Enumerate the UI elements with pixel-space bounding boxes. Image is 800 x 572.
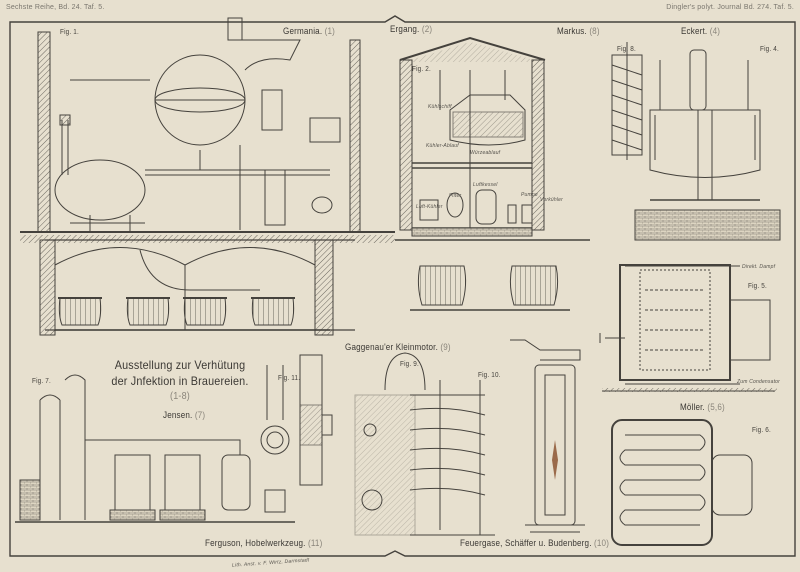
fig5-moeller-drawing bbox=[599, 264, 777, 392]
fig-label-8: Fig. 8. bbox=[617, 44, 636, 53]
plate-title-line2: der Jnfektion in Brauereien. bbox=[111, 374, 249, 388]
annotation-kuehlschiff: Kühlschiff bbox=[428, 104, 452, 110]
fig-label-10: Fig. 10. bbox=[478, 370, 501, 379]
section-jensen: Jensen. (7) bbox=[163, 410, 206, 421]
annotation-luftkessel: Luftkessel bbox=[473, 182, 498, 188]
fig1-germania-drawing bbox=[20, 17, 395, 336]
annotation-wuerzeablauf: Würzeablauf bbox=[470, 150, 501, 156]
fig-label-1: Fig. 1. bbox=[60, 27, 79, 36]
fig-label-6: Fig. 6. bbox=[752, 425, 771, 434]
fig1-barrels bbox=[55, 249, 330, 331]
fig-label-5: Fig. 5. bbox=[748, 281, 767, 290]
fig6-moeller-drawing bbox=[611, 419, 753, 546]
header-journal-info: Dingler's polyt. Journal Bd. 274. Taf. 5… bbox=[666, 4, 794, 11]
annotation-direkt-dampf: Direkt. Dampf bbox=[742, 264, 776, 270]
header-series-info: Sechste Reihe, Bd. 24. Taf. 5. bbox=[6, 4, 105, 11]
fig9-kleinmotor-drawing bbox=[354, 352, 495, 536]
plate-title-line1: Ausstellung zur Verhütung bbox=[114, 358, 246, 372]
section-gaggenau: Gaggenau'er Kleinmotor. (9) bbox=[345, 342, 451, 353]
section-ferguson: Ferguson, Hobelwerkzeug. (11) bbox=[205, 538, 323, 549]
annotation-zum-condensator: Zum Condensator bbox=[737, 379, 781, 385]
annotation-luft-kuehler: Luft-Kühler bbox=[416, 204, 443, 210]
fig7-jensen-drawing bbox=[15, 374, 295, 523]
fig10-feuergase-drawing bbox=[510, 339, 585, 533]
section-schaeffer-budenberg: Feuergase, Schäffer u. Budenberg. (10) bbox=[460, 538, 610, 549]
fig4-eckert-drawing bbox=[634, 49, 781, 241]
fig-label-9: Fig. 9. bbox=[400, 359, 419, 368]
fig2-barrels bbox=[410, 265, 570, 311]
annotation-kuehler-ablauf: Kühler-Ablauf bbox=[426, 143, 459, 149]
fig8-markus-drawing bbox=[611, 42, 643, 160]
fig-label-2: Fig. 2. bbox=[412, 64, 431, 73]
annotation-filter: Filter bbox=[449, 193, 462, 199]
section-markus: Markus. (8) bbox=[557, 26, 600, 37]
fig-label-11: Fig. 11. bbox=[278, 373, 301, 382]
fig11-ferguson-drawing bbox=[260, 354, 333, 486]
plate-title-range: (1-8) bbox=[170, 391, 190, 402]
fig-label-4: Fig. 4. bbox=[760, 44, 779, 53]
section-moeller: Möller. (5,6) bbox=[680, 402, 725, 413]
annotation-pumpe: Pumpe bbox=[521, 192, 538, 198]
plate-frame bbox=[9, 15, 796, 557]
section-ergang: Ergang. (2) bbox=[390, 24, 433, 35]
section-eckert: Eckert. (4) bbox=[681, 26, 721, 37]
section-germania: Germania. (1) bbox=[283, 26, 336, 37]
fig2-ergang-drawing bbox=[395, 36, 590, 241]
fig-label-7: Fig. 7. bbox=[32, 376, 51, 385]
annotation-vorkuehler: Vorkühler bbox=[540, 197, 564, 203]
